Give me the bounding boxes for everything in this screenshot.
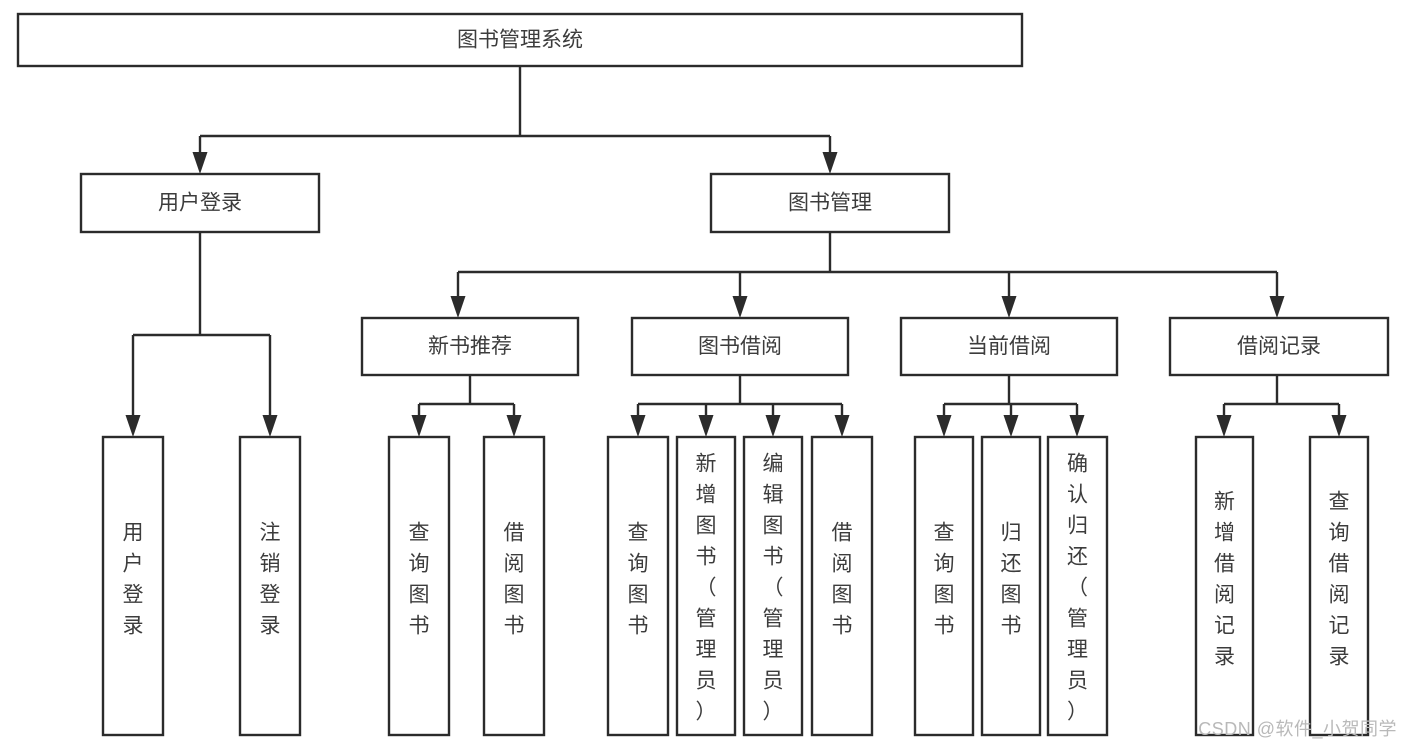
recommend-drop-1-arrowhead [506, 415, 522, 437]
node-new-book-recommend[interactable]: 新书推荐 [360, 316, 580, 377]
node-box-root[interactable] [16, 12, 1024, 68]
node-box-leaf-add-book-admin[interactable] [675, 435, 737, 737]
node-label-leaf-add-borrow-record: 新增借阅记录 [1214, 491, 1235, 669]
current-drop-2-arrowhead [1069, 415, 1085, 437]
node-box-leaf-logout[interactable] [238, 435, 302, 737]
node-label-current-borrow: 当前借阅 [967, 335, 1051, 358]
node-current-borrow[interactable]: 当前借阅 [899, 316, 1119, 377]
borrow-drop-1-arrowhead [698, 415, 714, 437]
node-label-leaf-user-login: 用户登录 [123, 522, 144, 638]
node-box-book-borrow[interactable] [630, 316, 850, 377]
node-label-user-login: 用户登录 [158, 192, 242, 215]
borrow-drop-0-arrowhead [630, 415, 646, 437]
node-box-leaf-query-borrow-record[interactable] [1308, 435, 1370, 737]
node-root[interactable]: 图书管理系统 [16, 12, 1024, 68]
node-user-login[interactable]: 用户登录 [79, 172, 321, 234]
node-box-leaf-user-login[interactable] [101, 435, 165, 737]
node-box-book-management[interactable] [709, 172, 951, 234]
node-label-leaf-borrow-book: 借阅图书 [832, 522, 853, 638]
node-leaf-add-book-admin[interactable]: 新增图书（管理员） [675, 435, 737, 737]
node-box-current-borrow[interactable] [899, 316, 1119, 377]
node-leaf-query-book-recommend[interactable]: 查询图书 [387, 435, 451, 737]
record-drop-0-arrowhead [1216, 415, 1232, 437]
node-box-borrow-record[interactable] [1168, 316, 1390, 377]
root-drop-1-arrowhead [822, 152, 838, 174]
node-leaf-query-book-borrow[interactable]: 查询图书 [606, 435, 670, 737]
user-login-drop-1-arrowhead [262, 415, 278, 437]
node-box-leaf-add-borrow-record[interactable] [1194, 435, 1255, 737]
node-book-management[interactable]: 图书管理 [709, 172, 951, 234]
node-box-leaf-query-book-current[interactable] [913, 435, 975, 737]
borrow-drop-2-arrowhead [765, 415, 781, 437]
node-box-leaf-return-book[interactable] [980, 435, 1042, 737]
node-label-leaf-confirm-return-admin: 确认归还（管理员） [1067, 453, 1088, 724]
recommend-drop-0-arrowhead [411, 415, 427, 437]
root-drop-0-arrowhead [192, 152, 208, 174]
node-box-new-book-recommend[interactable] [360, 316, 580, 377]
node-label-leaf-add-book-admin: 新增图书（管理员） [696, 453, 717, 724]
node-leaf-edit-book-admin[interactable]: 编辑图书（管理员） [742, 435, 804, 737]
node-box-leaf-confirm-return-admin[interactable] [1046, 435, 1109, 737]
node-label-book-borrow: 图书借阅 [698, 335, 782, 358]
node-leaf-query-book-current[interactable]: 查询图书 [913, 435, 975, 737]
node-box-user-login[interactable] [79, 172, 321, 234]
node-leaf-confirm-return-admin[interactable]: 确认归还（管理员） [1046, 435, 1109, 737]
node-label-leaf-borrow-book-recommend: 借阅图书 [504, 522, 525, 638]
node-book-borrow[interactable]: 图书借阅 [630, 316, 850, 377]
node-label-leaf-query-borrow-record: 查询借阅记录 [1329, 491, 1350, 669]
node-box-leaf-edit-book-admin[interactable] [742, 435, 804, 737]
node-box-leaf-query-book-borrow[interactable] [606, 435, 670, 737]
node-label-root: 图书管理系统 [457, 29, 583, 52]
node-label-book-management: 图书管理 [788, 192, 872, 215]
node-leaf-borrow-book[interactable]: 借阅图书 [810, 435, 874, 737]
node-leaf-query-borrow-record[interactable]: 查询借阅记录 [1308, 435, 1370, 737]
node-label-leaf-query-book-borrow: 查询图书 [628, 522, 649, 638]
node-label-leaf-logout: 注销登录 [260, 522, 281, 638]
borrow-drop-3-arrowhead [834, 415, 850, 437]
book-mgmt-drop-2-arrowhead [1001, 296, 1017, 318]
node-box-leaf-borrow-book-recommend[interactable] [482, 435, 546, 737]
node-box-leaf-borrow-book[interactable] [810, 435, 874, 737]
node-leaf-return-book[interactable]: 归还图书 [980, 435, 1042, 737]
current-drop-1-arrowhead [1003, 415, 1019, 437]
current-drop-0-arrowhead [936, 415, 952, 437]
node-leaf-logout[interactable]: 注销登录 [238, 435, 302, 737]
book-mgmt-drop-3-arrowhead [1269, 296, 1285, 318]
node-leaf-borrow-book-recommend[interactable]: 借阅图书 [482, 435, 546, 737]
node-leaf-user-login[interactable]: 用户登录 [101, 435, 165, 737]
node-label-leaf-return-book: 归还图书 [1001, 522, 1022, 638]
connector-layer [125, 66, 1347, 437]
node-leaf-add-borrow-record[interactable]: 新增借阅记录 [1194, 435, 1255, 737]
user-login-drop-0-arrowhead [125, 415, 141, 437]
node-label-leaf-query-book-recommend: 查询图书 [409, 522, 430, 638]
record-drop-1-arrowhead [1331, 415, 1347, 437]
node-label-leaf-query-book-current: 查询图书 [934, 522, 955, 638]
book-mgmt-drop-1-arrowhead [732, 296, 748, 318]
book-mgmt-drop-0-arrowhead [450, 296, 466, 318]
node-borrow-record[interactable]: 借阅记录 [1168, 316, 1390, 377]
node-label-borrow-record: 借阅记录 [1237, 335, 1321, 358]
node-label-new-book-recommend: 新书推荐 [428, 335, 512, 358]
node-box-leaf-query-book-recommend[interactable] [387, 435, 451, 737]
node-layer: 图书管理系统用户登录图书管理新书推荐图书借阅当前借阅借阅记录用户登录注销登录查询… [16, 12, 1390, 737]
node-label-leaf-edit-book-admin: 编辑图书（管理员） [763, 453, 784, 724]
